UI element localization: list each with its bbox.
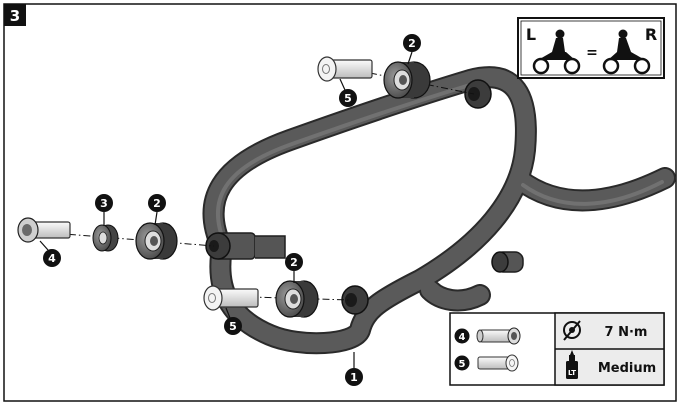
legend-callout-4: 4 bbox=[459, 332, 466, 343]
threadlock-bottle-icon: LT bbox=[566, 350, 578, 379]
left-right-symmetry-note: L R = bbox=[517, 17, 665, 79]
callout-2-lower-label: 2 bbox=[290, 256, 298, 269]
legend-row-bolt-4: 4 bbox=[454, 327, 521, 345]
svg-text:LT: LT bbox=[568, 369, 576, 377]
spacer-2-upper bbox=[383, 61, 431, 99]
callout-2-left-label: 2 bbox=[153, 197, 161, 210]
mount-upper bbox=[464, 79, 492, 109]
callout-5-lower-label: 5 bbox=[229, 320, 237, 333]
lower-fastener-group bbox=[203, 280, 319, 318]
callout-3-label: 3 bbox=[100, 197, 108, 210]
washer-3 bbox=[92, 224, 119, 252]
step-number: 3 bbox=[10, 7, 20, 25]
callout-5-lower: 5 bbox=[224, 307, 242, 335]
torque-legend: 4 5 7 N·m LT Medium bbox=[449, 312, 665, 386]
crash-bar-frame bbox=[202, 66, 676, 355]
left-fastener-group bbox=[17, 217, 178, 260]
bolt-5-lower bbox=[203, 285, 259, 311]
callout-2-upper: 2 bbox=[403, 34, 421, 65]
legend-callout-5: 5 bbox=[459, 359, 466, 370]
right-label: R bbox=[645, 25, 657, 44]
legend-row-bolt-5: 5 bbox=[454, 354, 519, 372]
bolt-5-upper bbox=[317, 56, 373, 82]
torque-wrench-icon bbox=[563, 320, 581, 341]
mount-lower bbox=[341, 285, 369, 315]
step-badge: 3 bbox=[4, 4, 26, 26]
callout-2-lower: 2 bbox=[285, 253, 303, 283]
callout-3: 3 bbox=[95, 194, 113, 226]
left-label: L bbox=[526, 25, 536, 44]
bolt-4-left bbox=[17, 217, 71, 243]
callout-2-left: 2 bbox=[148, 194, 166, 226]
torque-value: 7 N·m bbox=[605, 325, 648, 340]
equals-sign: = bbox=[586, 45, 598, 61]
motorcycle-left-icon bbox=[532, 29, 581, 75]
callout-5-upper-label: 5 bbox=[344, 92, 352, 105]
mount-right bbox=[491, 251, 524, 273]
callout-1-label: 1 bbox=[350, 371, 358, 384]
spacer-2-lower bbox=[275, 280, 319, 318]
threadlock-value: Medium bbox=[598, 361, 656, 376]
frame-mounts bbox=[205, 79, 524, 315]
callout-1: 1 bbox=[345, 352, 363, 386]
spacer-2-left bbox=[135, 222, 178, 260]
mount-left bbox=[205, 232, 286, 260]
motorcycle-right-icon bbox=[602, 29, 651, 75]
callout-5-upper: 5 bbox=[339, 78, 357, 107]
callout-2-upper-label: 2 bbox=[408, 37, 416, 50]
upper-fastener-group bbox=[317, 56, 431, 99]
callout-4-label: 4 bbox=[48, 252, 56, 265]
callout-4: 4 bbox=[39, 240, 61, 267]
